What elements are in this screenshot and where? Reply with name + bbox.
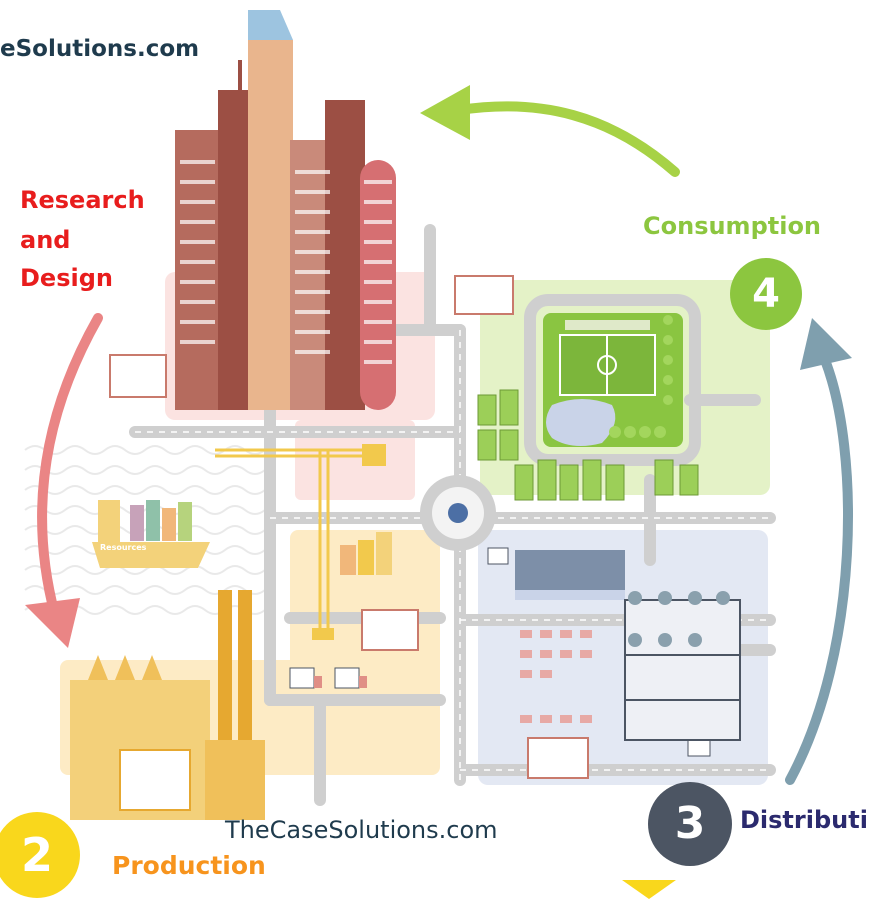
research-label-line3: Design (20, 264, 113, 292)
pond (546, 399, 616, 447)
production-label: Production (112, 851, 266, 880)
consumption-arrow (455, 101, 680, 177)
stadium-stand (565, 320, 650, 330)
consumption-label: Consumption (643, 212, 822, 240)
research-label-line1: Research (20, 186, 145, 214)
distribution-arrow (785, 355, 853, 785)
skyscrapers (175, 10, 396, 410)
watermark-top: eSolutions.com (0, 36, 200, 62)
billboard-consumption (454, 275, 514, 315)
research-arrow (37, 313, 103, 620)
field-center-circle (597, 355, 617, 375)
billboard-left (109, 354, 167, 398)
ship-containers (98, 500, 192, 542)
container-stack (340, 532, 392, 575)
research-zone-lower (295, 420, 415, 500)
production-number-badge: 2 (0, 812, 80, 898)
shops (515, 550, 741, 741)
research-arrowhead (25, 598, 80, 648)
crane-counterweight (362, 444, 386, 466)
billboard-production (361, 609, 419, 651)
park-trees (609, 315, 673, 438)
road-markings (135, 330, 770, 780)
research-label-line2: and (20, 226, 71, 254)
factory (70, 590, 265, 820)
distribution-number-badge: 3 (648, 782, 732, 866)
construction-crane (215, 448, 385, 630)
consumption-number-badge: 4 (730, 258, 802, 330)
bottom-arrowhead (622, 880, 676, 899)
fountain (448, 503, 468, 523)
trucks (289, 547, 711, 757)
resources-ship-label: Resources (100, 543, 147, 552)
billboard-distribution (527, 737, 589, 779)
stadium-loop-road (524, 294, 701, 466)
houses (477, 389, 699, 501)
skyscraper-windows (180, 160, 392, 364)
parking-cars (520, 630, 592, 723)
watermark-bottom: TheCaseSolutions.com (225, 816, 498, 844)
water-waves (24, 445, 266, 615)
cargo-ship (92, 542, 210, 568)
distribution-label: Distributi (740, 806, 868, 834)
crane-base (312, 628, 334, 640)
distribution-arrowhead (800, 318, 852, 370)
consumption-arrowhead (420, 85, 470, 140)
